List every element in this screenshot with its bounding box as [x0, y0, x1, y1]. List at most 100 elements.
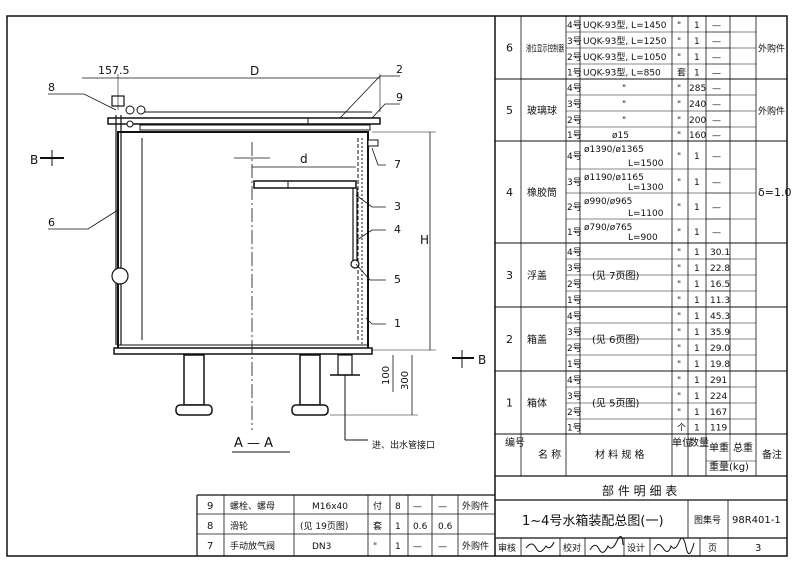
parts-table-caption: 部 件 明 细 表	[602, 483, 677, 498]
part-model: 3号	[567, 327, 582, 338]
part-qty: 1	[694, 264, 700, 274]
lower-part-number: 8	[207, 521, 213, 532]
signatures	[525, 535, 695, 554]
part-model: 2号	[567, 52, 582, 63]
part-model: 4号	[567, 20, 582, 31]
part-spec-ref: (见 5页图)	[592, 398, 639, 410]
part-model: 3号	[567, 99, 582, 110]
part-weight: 35.9	[710, 328, 730, 338]
part-weight: —	[712, 84, 721, 94]
part-unit: "	[677, 53, 681, 63]
callout-leaders	[48, 75, 400, 325]
part-qty: 1	[694, 203, 700, 213]
lower-part-qty: 1	[395, 522, 401, 532]
float-lid	[253, 180, 357, 189]
lower-part-qty: 1	[395, 542, 401, 552]
part-weight: —	[712, 131, 721, 141]
part-note: 外购件	[758, 105, 785, 117]
part-note: δ=1.0	[758, 186, 791, 199]
part-model: 1号	[567, 68, 582, 79]
part-weight: 45.3	[710, 312, 730, 322]
part-weight: 19.8	[710, 360, 730, 370]
part-number: 2	[506, 333, 513, 346]
callout-4: 4	[394, 223, 401, 236]
page-number: 3	[755, 543, 761, 554]
part-qty: 1	[694, 152, 700, 162]
part-qty: 1	[694, 328, 700, 338]
part-qty: 1	[694, 296, 700, 306]
part-spec-length: L=1500	[628, 159, 664, 169]
sheet-frame	[6, 15, 788, 557]
lower-part-unit: "	[373, 542, 377, 552]
lower-part-total-weight: —	[438, 542, 447, 552]
callout-6: 6	[48, 216, 55, 229]
lower-part-spec: DN3	[312, 542, 331, 552]
part-weight: 167	[710, 408, 727, 418]
drawing-title: 1~4号水箱装配总图(一)	[522, 513, 664, 529]
lower-part-name: 手动放气阀	[230, 540, 275, 552]
dim-d: d	[300, 152, 308, 166]
lower-part-name: 螺栓、螺母	[230, 500, 275, 512]
part-name: 液位显示控制器	[526, 43, 564, 55]
lower-part-qty: 8	[395, 502, 401, 512]
part-spec: ø15	[612, 131, 629, 141]
part-unit: "	[677, 248, 681, 258]
check-label: 校对	[563, 542, 581, 554]
part-model: 4号	[567, 83, 582, 94]
part-model: 3号	[567, 36, 582, 47]
part-model: 1号	[567, 130, 582, 141]
callout-7: 7	[394, 158, 401, 171]
page-label: 页	[708, 543, 717, 554]
part-model: 1号	[567, 295, 582, 306]
part-spec: UQK-93型, L=850	[583, 68, 661, 79]
dim-100: 100	[381, 366, 392, 385]
part-model: 2号	[567, 343, 582, 354]
part-weight: 291	[710, 376, 727, 386]
dim-H: H	[420, 233, 429, 247]
part-unit: "	[677, 344, 681, 354]
inlet-outlet-pipe	[330, 354, 368, 441]
part-weight: —	[712, 203, 721, 213]
atlas-number: 98R401-1	[732, 515, 781, 526]
part-qty: 1	[694, 360, 700, 370]
part-spec: "	[622, 100, 626, 110]
header-note: 备注	[762, 448, 782, 461]
lower-part-note: 外购件	[462, 540, 489, 552]
part-model: 2号	[567, 202, 582, 213]
part-qty: 1	[694, 312, 700, 322]
header-no: 编号	[505, 436, 525, 449]
part-spec: UQK-93型, L=1450	[583, 20, 667, 31]
part-unit: "	[677, 21, 681, 31]
callout-5: 5	[394, 273, 401, 286]
part-weight: —	[712, 100, 721, 110]
header-qty: 数量	[689, 436, 709, 449]
callout-9: 9	[396, 91, 403, 104]
part-number: 6	[506, 42, 513, 55]
part-number: 5	[506, 104, 513, 117]
part-name: 橡胶筒	[527, 186, 557, 199]
part-name: 箱体	[527, 397, 547, 410]
part-spec: ø1390/ø1365	[584, 145, 644, 155]
part-qty: 1	[694, 376, 700, 386]
part-model: 2号	[567, 279, 582, 290]
part-name: 箱盖	[527, 333, 547, 346]
header-unit-weight: 单重	[709, 441, 729, 454]
lower-part-number: 9	[207, 501, 213, 512]
part-weight: 224	[710, 392, 727, 402]
part-number: 1	[506, 397, 513, 410]
part-weight: —	[712, 116, 721, 126]
part-spec-ref: (见 6页图)	[592, 334, 639, 346]
review-label: 审核	[498, 542, 516, 554]
header-unit: 单位	[672, 436, 692, 449]
part-weight: —	[712, 37, 721, 47]
part-qty: 1	[694, 178, 700, 188]
lower-part-unit: 套	[373, 520, 382, 532]
part-model: 1号	[567, 359, 582, 370]
design-label: 设计	[627, 542, 645, 554]
part-weight: —	[712, 152, 721, 162]
part-weight: —	[712, 69, 721, 79]
part-qty: 1	[694, 408, 700, 418]
assembly-drawing: 157.5 D d H 100 300 8 6 2 9 7 3 4 5 1 B	[30, 63, 486, 453]
part-unit: "	[677, 392, 681, 402]
